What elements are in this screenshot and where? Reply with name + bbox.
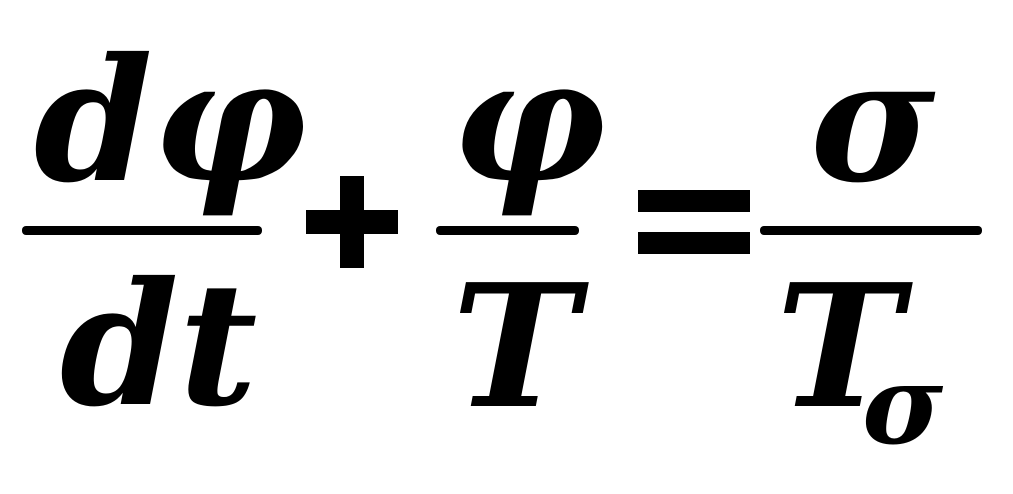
term3-numerator: σ [810,21,936,221]
term1-denominator: dt [60,245,258,445]
term3-denominator: T [776,247,903,447]
equals-sign-top [638,190,750,212]
term1-fraction-bar [22,226,262,235]
term3-denominator-subscript: σ [862,340,944,469]
term3-fraction-bar [760,226,982,235]
plus-sign-vertical [340,176,364,268]
term2-denominator: T [452,247,579,447]
equals-sign-bottom [638,232,750,254]
term1-numerator: dφ [34,21,307,221]
term2-numerator: φ [452,21,606,221]
term2-fraction-bar [436,226,579,235]
